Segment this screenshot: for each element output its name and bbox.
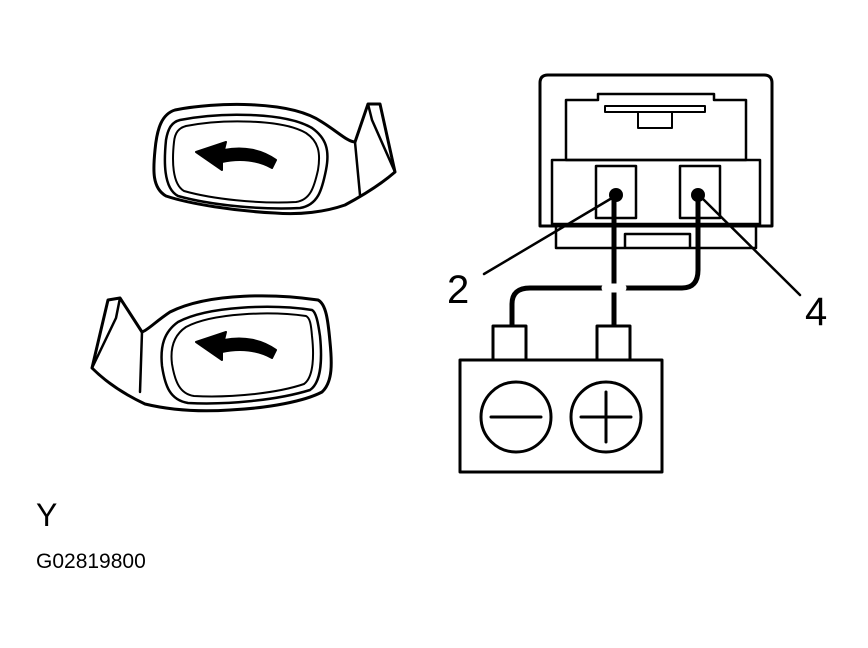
view-label: Y [36, 497, 58, 533]
curved-arrow-left-icon [195, 141, 277, 171]
curved-arrow-left-icon [195, 331, 277, 361]
callout-2-leader [482, 196, 614, 276]
callout-terminal-4: 4 [805, 290, 828, 334]
figure-id: G02819800 [36, 550, 146, 573]
mirror-connector [538, 73, 774, 250]
connector-outer-shell [538, 73, 774, 228]
lower-mirror-glass-inner [170, 312, 314, 398]
callout-4-leader [700, 196, 802, 297]
upper-mirror-mount [353, 102, 397, 197]
connector-latch-detail [604, 105, 706, 129]
plus-symbol-icon [569, 380, 643, 454]
connector-lower-lip [554, 224, 758, 250]
jumper-wires [509, 197, 701, 331]
lower-mirror [90, 294, 333, 413]
battery [458, 324, 664, 474]
lower-mirror-mount [90, 296, 144, 394]
upper-mirror-glass-outer [163, 113, 329, 210]
connector-body [550, 158, 762, 226]
callout-terminal-2: 2 [447, 268, 470, 312]
minus-symbol-icon [479, 380, 553, 454]
battery-positive-post [595, 324, 632, 362]
lower-mirror-housing [90, 294, 333, 413]
upper-mirror [152, 102, 397, 216]
battery-body [458, 358, 664, 474]
upper-mirror-glass-inner [172, 120, 321, 204]
lower-mirror-glass-outer [160, 305, 323, 405]
battery-negative-post [491, 324, 528, 362]
upper-mirror-housing [152, 102, 397, 216]
